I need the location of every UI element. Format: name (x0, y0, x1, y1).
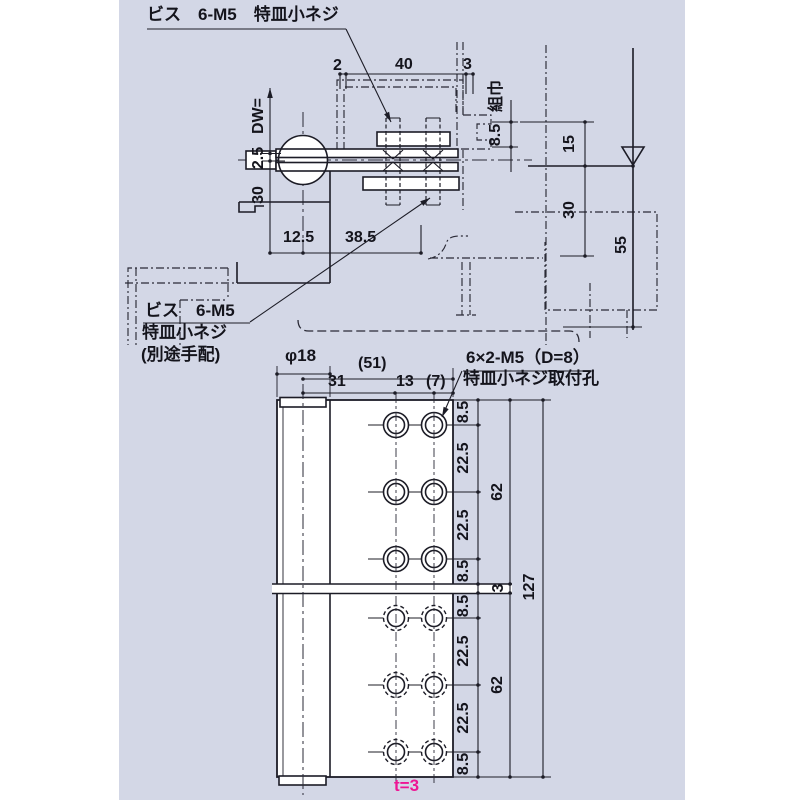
dim-pitch-5: 8.5 (455, 594, 472, 618)
dim-channel-8-5: 8.5 (487, 123, 504, 147)
dim-pitch-8: 8.5 (455, 752, 472, 776)
label-hole-spec: 6×2-M5（D=8） (466, 348, 590, 367)
dim-right-55: 55 (613, 236, 630, 254)
dim-top-3: 3 (463, 56, 472, 73)
bottom-view-drawing (272, 366, 594, 795)
dim-pitch-2: 22.5 (455, 442, 472, 474)
label-thickness: t=3 (394, 776, 420, 795)
top-view-drawing (125, 28, 658, 345)
dim-pitch-4: 8.5 (455, 559, 472, 583)
dim-31: 31 (328, 373, 346, 390)
label-dw: DW= (250, 98, 267, 134)
screw-right (422, 117, 444, 206)
dim-pitch-6: 22.5 (455, 635, 472, 667)
label-screw-bottom-line3: (別途手配) (141, 345, 221, 364)
label-assembly-width: 組巾 (488, 79, 505, 113)
screw-left (382, 117, 404, 206)
dim-7: (7) (426, 373, 446, 390)
dim-right-15: 15 (561, 135, 578, 153)
dim-knuckle-dia: φ18 (285, 346, 317, 365)
label-screw-top: ビス 6-M5 特皿小ネジ (147, 5, 339, 24)
dim-leaf-62-top: 62 (489, 483, 506, 501)
dim-gap-3: 3 (490, 583, 507, 593)
dim-top-40: 40 (395, 56, 413, 73)
label-hole-type: 特皿小ネジ取付孔 (463, 369, 599, 388)
label-screw-bottom-line2: 特皿小ネジ (142, 323, 227, 342)
dim-overall-127: 127 (521, 573, 538, 601)
label-screw-bottom-line1: ビス 6-M5 (145, 301, 235, 320)
dim-pitch-7: 22.5 (455, 702, 472, 734)
dim-51: (51) (358, 355, 387, 372)
dim-12-5: 12.5 (283, 229, 315, 246)
dim-leaf-62-bottom: 62 (489, 676, 506, 694)
dim-top-2: 2 (333, 57, 342, 74)
datum-triangle-icon (620, 146, 646, 167)
dim-left-30: 30 (250, 186, 267, 204)
dim-left-2-5: 2.5 (250, 146, 267, 170)
dim-pitch-1: 8.5 (455, 400, 472, 424)
dim-right-30: 30 (561, 201, 578, 219)
dim-pitch-3: 22.5 (455, 509, 472, 541)
dim-13: 13 (396, 373, 414, 390)
dim-38-5: 38.5 (345, 229, 377, 246)
